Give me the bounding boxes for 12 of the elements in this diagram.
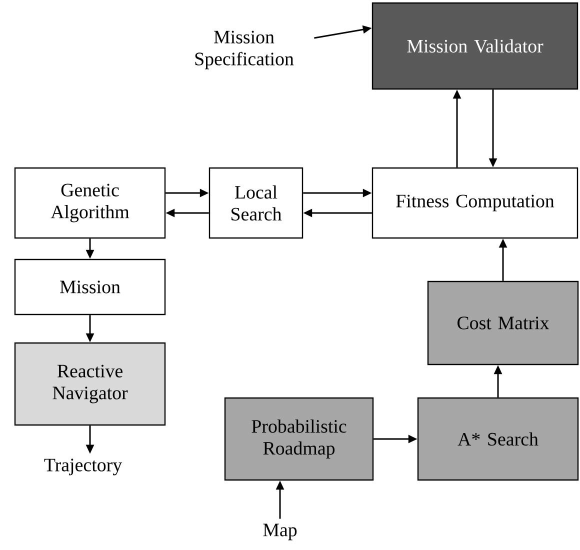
process-box: A* Search	[417, 397, 579, 481]
process-box: Reactive Navigator	[14, 342, 166, 426]
text-label: Trajectory	[44, 458, 122, 476]
process-box: Local Search	[208, 167, 304, 239]
process-box: Fitness Computation	[372, 167, 578, 239]
process-box: Cost Matrix	[427, 280, 579, 366]
process-box: Mission	[14, 258, 166, 316]
process-box: Mission Validator	[372, 2, 578, 90]
text-label: Mission Specification	[195, 30, 294, 70]
process-box: Probabilistic Roadmap	[224, 397, 374, 481]
text-label: Map	[263, 524, 297, 540]
process-box: Genetic Algorithm	[14, 167, 166, 239]
